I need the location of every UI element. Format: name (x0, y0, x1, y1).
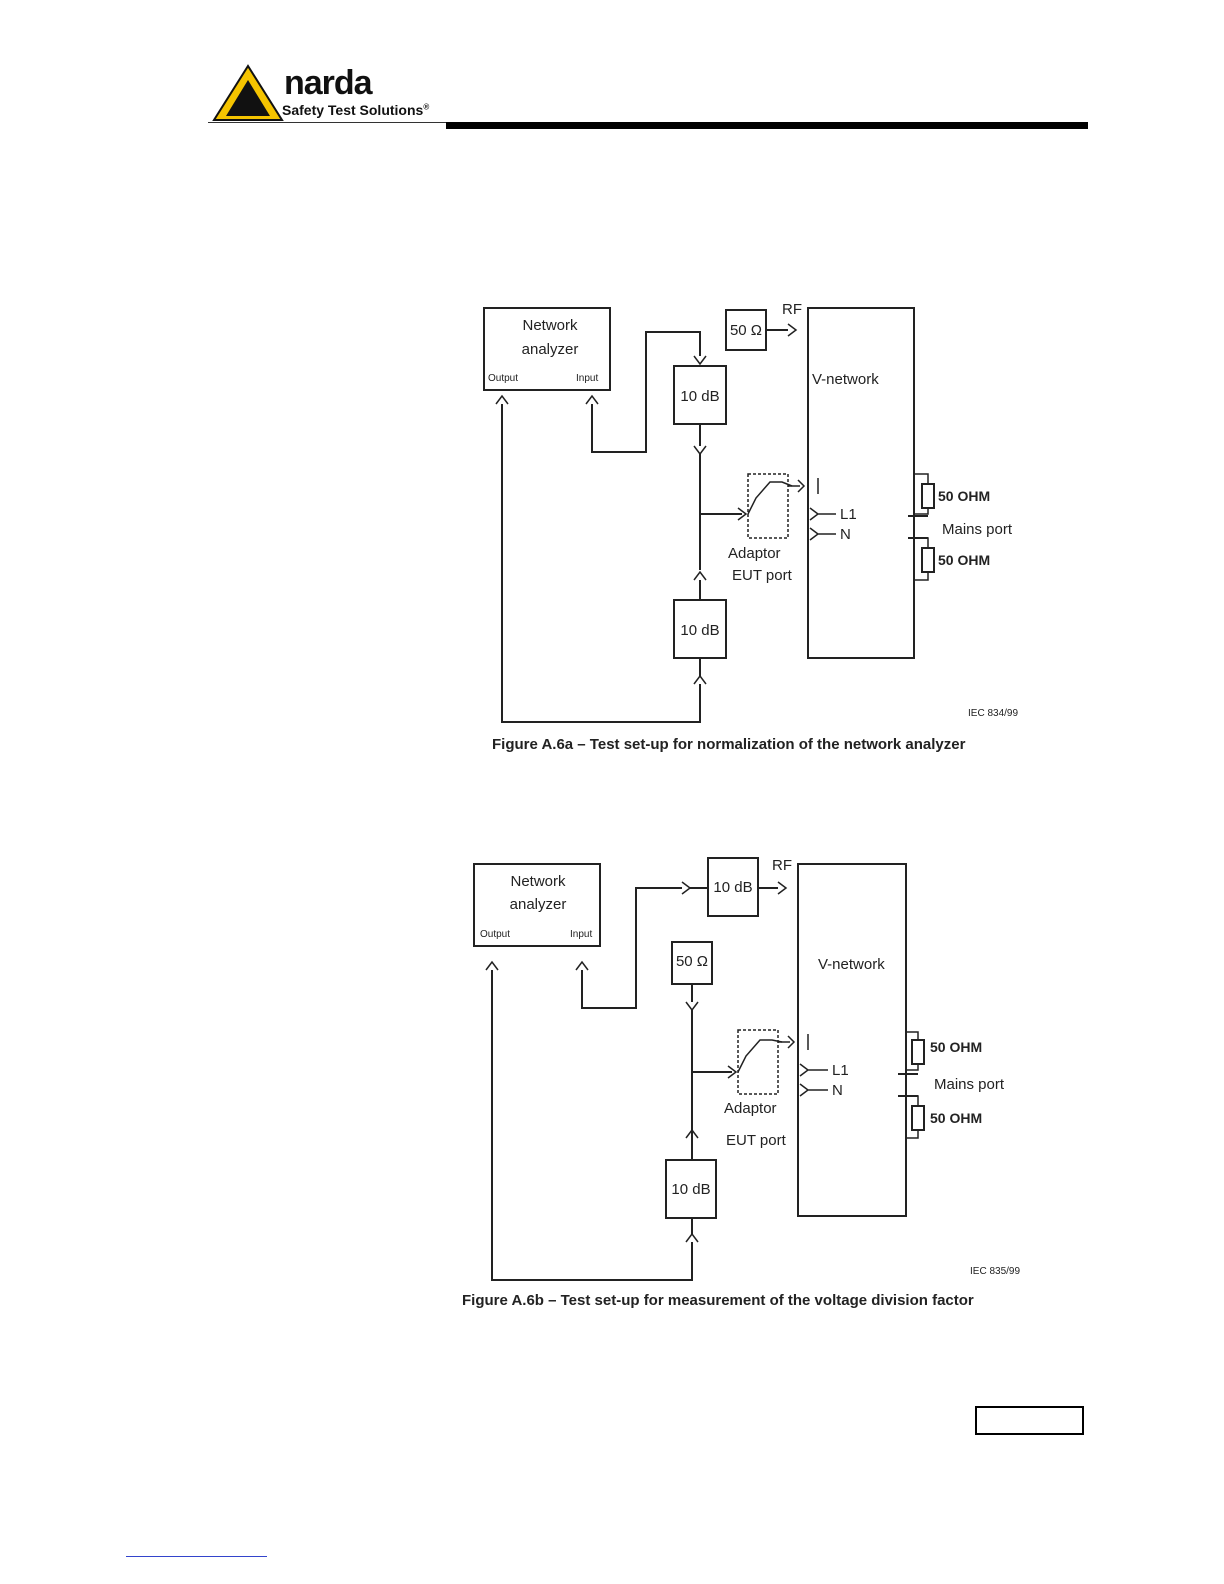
ohm-bottom-resistor (911, 1105, 925, 1131)
output-connector (495, 394, 509, 405)
input-label: Input (570, 929, 592, 940)
adaptor-connector (727, 1065, 738, 1079)
rf-connector (787, 323, 798, 337)
output-label: Output (480, 929, 510, 940)
adaptor-box (747, 473, 789, 539)
termination-box (725, 309, 767, 351)
figure-a6b: Network analyzer Output Input 10 dB RF 5… (446, 842, 1056, 1322)
footer-link-underline[interactable] (126, 1556, 267, 1557)
iec-ref: IEC 835/99 (970, 1266, 1020, 1277)
eut-port-label: EUT port (726, 1132, 787, 1149)
network-analyzer-box (483, 307, 611, 391)
rf-atten-connector-in (681, 881, 692, 895)
header-thin-rule (208, 122, 448, 123)
ohm-top-resistor (911, 1039, 925, 1065)
rf-label: RF (772, 857, 792, 874)
figure-a-caption: Figure A.6a – Test set-up for normalizat… (492, 736, 966, 753)
attenuator-rf-label: 10 dB (713, 879, 752, 896)
l1-connector (809, 507, 836, 521)
adaptor-connector (737, 507, 748, 521)
attenuator-bottom-box (665, 1159, 717, 1219)
output-cable (501, 404, 701, 723)
attenuator-bottom-label: 10 dB (680, 622, 719, 639)
top-atten-connector-out (693, 445, 707, 456)
ohm-top-resistor (921, 483, 935, 509)
ohm-top-lead (914, 473, 929, 484)
vnetwork-label: V-network (818, 956, 885, 973)
output-label: Output (488, 373, 518, 384)
adaptor-wiring (747, 481, 793, 515)
network-analyzer-label-1: Network (522, 317, 578, 334)
network-analyzer-label-2: analyzer (522, 341, 579, 358)
ohm-bottom-return (914, 572, 929, 581)
attenuator-top-label: 10 dB (680, 388, 719, 405)
termination-connector (685, 1001, 699, 1012)
l1-label: L1 (840, 506, 857, 523)
termination-label: 50 Ω (730, 322, 762, 339)
adaptor-label: Adaptor (724, 1100, 777, 1117)
logo-tagline: Safety Test Solutions® (282, 102, 430, 118)
figure-b-caption: Figure A.6b – Test set-up for measuremen… (462, 1292, 974, 1309)
termination-box (671, 941, 713, 985)
attenuator-bottom-label: 10 dB (671, 1181, 710, 1198)
input-cable (591, 331, 701, 453)
network-analyzer-box (473, 863, 601, 947)
warning-triangle-icon (212, 64, 284, 121)
ohm-bottom-return (906, 1130, 919, 1139)
ohm-top-return (914, 508, 929, 515)
page-number-box (975, 1406, 1084, 1435)
ohm-top-return (906, 1064, 919, 1071)
narda-logo: narda Safety Test Solutions® (212, 64, 452, 126)
input-label: Input (576, 373, 598, 384)
adaptor-label: Adaptor (728, 545, 781, 562)
termination-label: 50 Ω (676, 953, 708, 970)
rf-label: RF (782, 301, 802, 318)
adaptor-ground (778, 1034, 809, 1050)
adaptor-ground (788, 478, 819, 494)
input-connector (585, 394, 599, 405)
vnetwork-box (807, 307, 915, 659)
n-connector (799, 1083, 828, 1097)
bottom-atten-connector-out (685, 1232, 699, 1243)
input-connector (575, 960, 589, 971)
l1-label: L1 (832, 1062, 849, 1079)
mains-port-label: Mains port (942, 521, 1013, 538)
n-label: N (832, 1082, 843, 1099)
ohm-top-label: 50 OHM (938, 488, 990, 504)
bottom-atten-connector-in (685, 1128, 699, 1139)
ohm-top-lead (906, 1031, 919, 1040)
network-analyzer-label-2: analyzer (510, 896, 567, 913)
ohm-bottom-resistor (921, 547, 935, 573)
mains-port-label: Mains port (934, 1076, 1005, 1093)
adaptor-box (737, 1029, 779, 1095)
bottom-atten-connector-out (693, 674, 707, 685)
output-cable (491, 970, 693, 1281)
logo-brand: narda (284, 64, 373, 102)
iec-ref: IEC 834/99 (968, 708, 1018, 719)
l1-connector (799, 1063, 828, 1077)
ohm-bottom-label: 50 OHM (938, 552, 990, 568)
ohm-bottom-lead (914, 537, 929, 548)
vnetwork-label: V-network (812, 371, 879, 388)
network-analyzer-label-1: Network (510, 873, 566, 890)
ohm-top-label: 50 OHM (930, 1039, 982, 1055)
top-atten-connector-in (693, 355, 707, 366)
bottom-atten-connector-in (693, 570, 707, 581)
output-connector (485, 960, 499, 971)
n-label: N (840, 526, 851, 543)
n-connector (809, 527, 836, 541)
adaptor-wiring (737, 1039, 783, 1073)
header-rule (446, 122, 1088, 129)
input-cable (581, 887, 682, 1009)
ohm-bottom-label: 50 OHM (930, 1110, 982, 1126)
ohm-bottom-lead (906, 1095, 919, 1106)
figure-a6a: Network analyzer Output Input 10 dB L1 N… (452, 286, 1052, 776)
eut-port-label: EUT port (732, 567, 793, 584)
vnetwork-box (797, 863, 907, 1217)
rf-connector (777, 881, 788, 895)
